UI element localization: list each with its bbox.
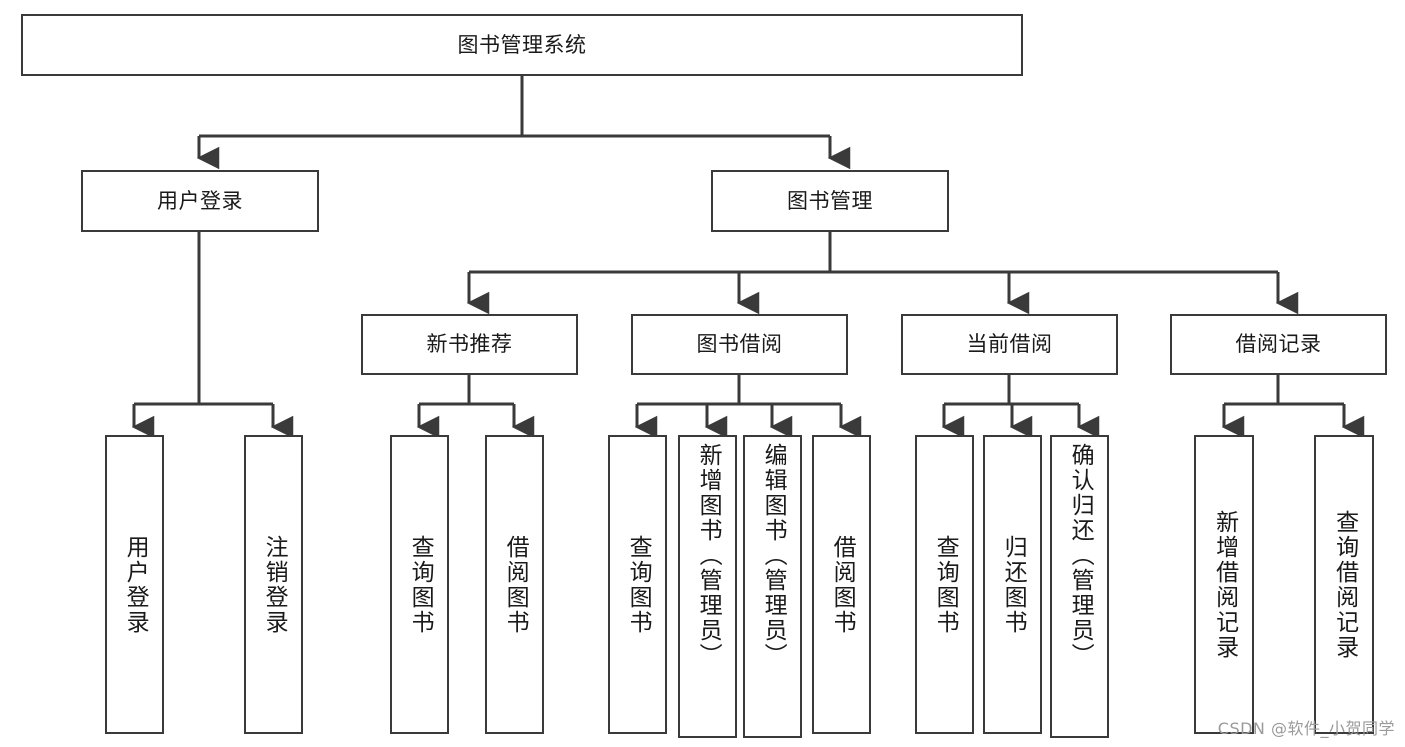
node-leaf-confirm-return[interactable]: 确认归还（管理员） (1050, 435, 1109, 738)
node-leaf-add-record-label: 新增借阅记录 (1211, 509, 1238, 660)
node-borrow-record-label: 借阅记录 (1235, 332, 1322, 357)
node-leaf-user-login[interactable]: 用户登录 (105, 435, 164, 734)
node-leaf-borrow-book-2-label: 借阅图书 (829, 534, 856, 635)
node-book-borrow[interactable]: 图书借阅 (631, 314, 848, 375)
node-user-login-label: 用户登录 (157, 188, 243, 213)
node-leaf-confirm-return-label: 确认归还（管理员） (1067, 443, 1094, 668)
node-leaf-borrow-book-1-label: 借阅图书 (502, 534, 529, 635)
node-leaf-query-book-2[interactable]: 查询图书 (608, 435, 667, 734)
node-leaf-query-record[interactable]: 查询借阅记录 (1314, 435, 1374, 734)
node-leaf-edit-book[interactable]: 编辑图书（管理员） (743, 435, 802, 738)
node-leaf-query-book-1-label: 查询图书 (407, 534, 434, 635)
node-book-manage[interactable]: 图书管理 (711, 170, 949, 232)
node-leaf-logout-label: 注销登录 (261, 534, 288, 635)
watermark-text: CSDN @软件_小贺同学 (1217, 719, 1395, 738)
node-leaf-query-book-1[interactable]: 查询图书 (390, 435, 449, 734)
node-book-manage-label: 图书管理 (787, 188, 873, 213)
node-current-borrow[interactable]: 当前借阅 (901, 314, 1118, 375)
node-leaf-add-book[interactable]: 新增图书（管理员） (678, 435, 737, 738)
node-leaf-logout[interactable]: 注销登录 (244, 435, 303, 734)
node-root[interactable]: 图书管理系统 (21, 14, 1023, 76)
node-current-borrow-label: 当前借阅 (966, 332, 1053, 357)
node-leaf-return-book[interactable]: 归还图书 (983, 435, 1042, 734)
node-leaf-add-record[interactable]: 新增借阅记录 (1194, 435, 1254, 734)
node-leaf-edit-book-label: 编辑图书（管理员） (760, 443, 787, 668)
node-new-book-rec[interactable]: 新书推荐 (361, 314, 578, 375)
node-book-borrow-label: 图书借阅 (696, 332, 783, 357)
node-leaf-query-book-2-label: 查询图书 (625, 534, 652, 635)
node-root-label: 图书管理系统 (457, 32, 587, 57)
node-leaf-borrow-book-2[interactable]: 借阅图书 (812, 435, 871, 734)
node-leaf-query-record-label: 查询借阅记录 (1331, 509, 1358, 660)
node-leaf-query-book-3[interactable]: 查询图书 (915, 435, 974, 734)
node-leaf-add-book-label: 新增图书（管理员） (695, 443, 722, 668)
node-leaf-query-book-3-label: 查询图书 (932, 534, 959, 635)
node-user-login[interactable]: 用户登录 (81, 170, 319, 232)
node-leaf-user-login-label: 用户登录 (122, 534, 149, 635)
node-leaf-borrow-book-1[interactable]: 借阅图书 (485, 435, 544, 734)
node-leaf-return-book-label: 归还图书 (1000, 534, 1027, 635)
node-new-book-rec-label: 新书推荐 (426, 332, 513, 357)
node-borrow-record[interactable]: 借阅记录 (1170, 314, 1387, 375)
